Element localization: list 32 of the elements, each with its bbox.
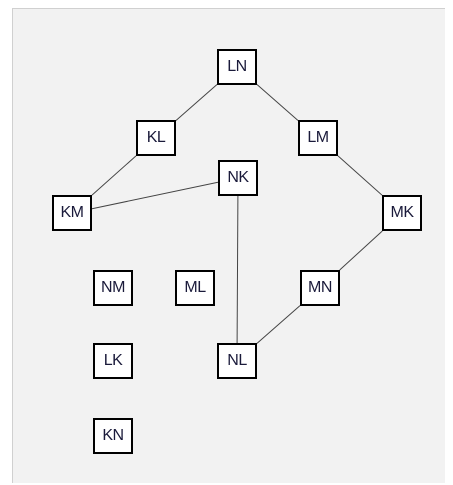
node-label: KN <box>102 427 124 445</box>
node-box <box>217 49 257 85</box>
node-box <box>93 343 133 379</box>
node-label: KM <box>60 204 84 222</box>
node-label: LK <box>104 352 122 370</box>
node-label: ML <box>184 279 206 297</box>
node-box <box>93 418 133 454</box>
node-label: NL <box>227 352 247 370</box>
node-box <box>217 343 257 379</box>
node-box <box>93 270 133 306</box>
connector-line <box>92 182 218 210</box>
node-box <box>175 270 215 306</box>
node-box <box>136 120 176 156</box>
node-box <box>218 160 258 196</box>
node-label: KL <box>146 129 166 147</box>
connector-line <box>339 230 383 270</box>
node-box <box>52 195 92 231</box>
node-box <box>298 120 338 156</box>
connector-line <box>92 155 136 196</box>
connector-line <box>256 305 300 344</box>
connector-line <box>236 196 238 344</box>
node-label: NM <box>101 279 125 297</box>
node-label: LM <box>307 129 329 147</box>
node-label: LN <box>227 58 247 76</box>
connector-line <box>338 155 382 196</box>
node-label: NK <box>227 169 249 187</box>
node-box <box>300 270 340 306</box>
node-box <box>382 195 422 231</box>
connector-line <box>256 84 298 121</box>
connector-line <box>176 84 218 121</box>
node-label: MN <box>308 279 332 297</box>
node-label: MK <box>390 204 414 222</box>
